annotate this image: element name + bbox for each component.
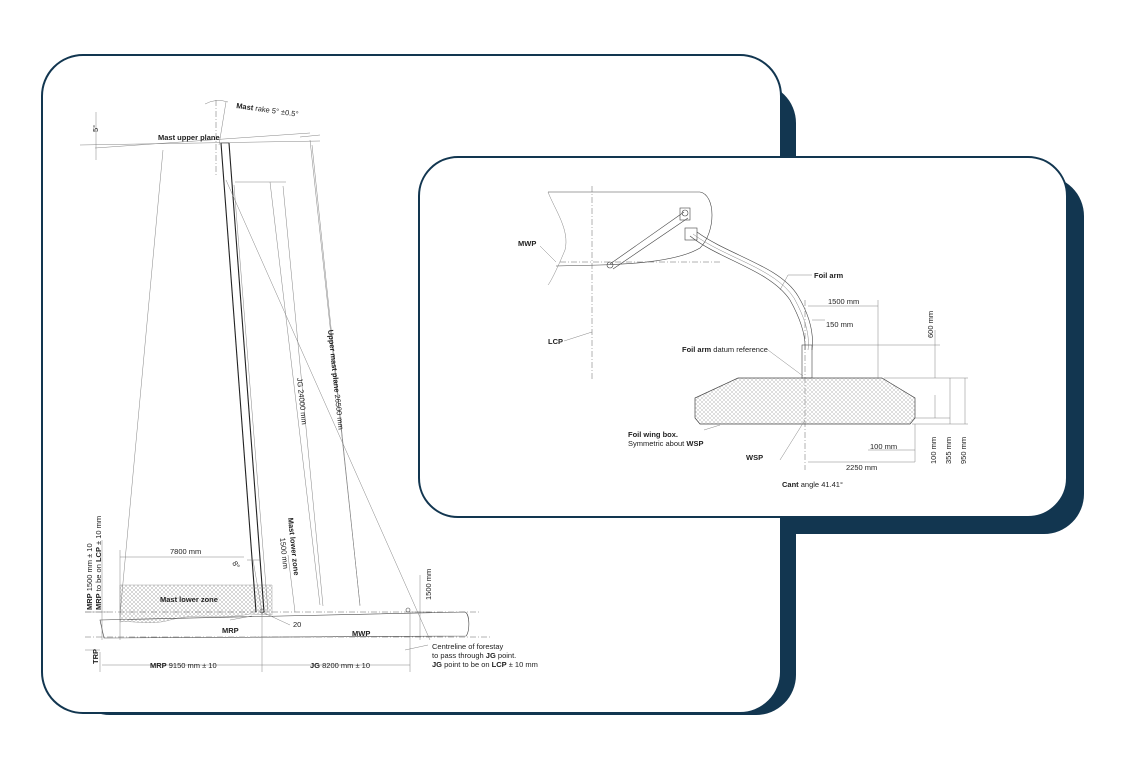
mast-lower-zone-label: Mast lower zone xyxy=(160,595,218,604)
mrp-label: MRP xyxy=(222,626,239,635)
dim-100-vertical-label: 100 mm xyxy=(929,437,938,464)
mrp-vertical-note-1: MRP 1500 mm ± 10 xyxy=(85,543,94,610)
forestay-note-line2: to pass through JG point. xyxy=(432,651,516,660)
hull-section xyxy=(548,191,713,267)
dim-1500-right-label: 1500 mm xyxy=(424,569,433,600)
dim-7800-label: 7800 mm xyxy=(170,547,201,556)
mast-front xyxy=(220,142,257,613)
foil-wing-box-label: Foil wing box. xyxy=(628,430,678,439)
right-diagram-card xyxy=(418,156,1068,518)
mrp-vertical-note-2: MRP to be on LCP ± 10 mm xyxy=(94,516,103,610)
wsp-label: WSP xyxy=(746,453,763,462)
foil-arm-label: Foil arm xyxy=(814,271,844,280)
mast-upper-plane-label: Mast upper plane xyxy=(158,133,220,142)
dim-2250-label: 2250 mm xyxy=(846,463,877,472)
trp-label: TRP xyxy=(91,649,100,664)
dim-355-label: 355 mm xyxy=(944,437,953,464)
forestay-note-line1: Centreline of forestay xyxy=(432,642,504,651)
forestay-note-line3: JG point to be on LCP ± 10 mm xyxy=(432,660,538,669)
foil-wing-box-note: Symmetric about WSP xyxy=(628,439,703,448)
hull-outline xyxy=(99,611,470,639)
dim-150-label: 150 mm xyxy=(826,320,853,329)
lcp-label: LCP xyxy=(548,337,563,346)
mwp-label-right: MWP xyxy=(518,239,536,248)
jg-distance-label: JG 8200 mm ± 10 xyxy=(310,661,370,670)
foil-arm xyxy=(689,235,806,351)
mrp-distance-label: MRP 9150 mm ± 10 xyxy=(150,661,217,670)
foil-arm-datum-label: Foil arm datum reference xyxy=(682,345,768,354)
five-degree-label: 5° xyxy=(91,125,100,132)
dim-100-horizontal-label: 100 mm xyxy=(870,442,897,451)
mast-back xyxy=(228,142,265,613)
mast-lower-zone-vertical-value: 1500 mm xyxy=(278,537,290,569)
eight-degree-label: 8° xyxy=(230,560,241,571)
dim-1500-label: 1500 mm xyxy=(828,297,859,306)
dim-950-label: 950 mm xyxy=(959,437,968,464)
cant-angle-label: Cant angle 41.41° xyxy=(782,480,843,489)
dim-20-label: 20 xyxy=(293,620,301,629)
dim-600-label: 600 mm xyxy=(926,311,935,338)
foil-wing-box xyxy=(694,377,916,425)
mwp-label-left: MWP xyxy=(352,629,370,638)
